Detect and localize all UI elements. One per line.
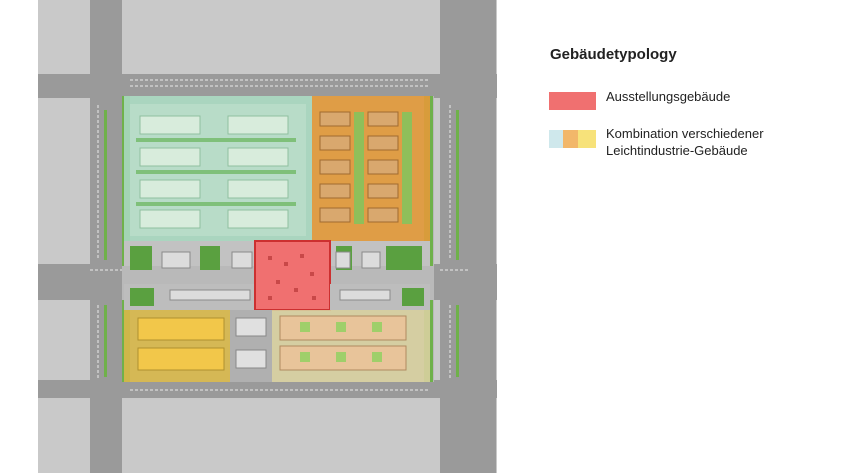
legend-swatch-exhibition	[549, 92, 596, 110]
legend-title: Gebäudetypology	[550, 46, 677, 63]
legend-label-light-industry-line1: Kombination verschiedener	[606, 126, 764, 141]
service-blocks	[230, 310, 272, 382]
crosswalks	[90, 79, 470, 391]
road-horizontal-bottom	[38, 380, 497, 398]
zone-light-industry-green	[124, 96, 312, 241]
road-vertical-right	[440, 0, 496, 473]
zone-light-industry-orange	[312, 96, 430, 241]
exhibition-building	[254, 240, 331, 311]
zone-light-industry-beige	[272, 310, 430, 382]
lower-middle-strip	[124, 284, 430, 310]
zone-light-industry-yellow	[124, 310, 230, 382]
legend-label-exhibition: Ausstellungsgebäude	[606, 89, 731, 104]
legend-swatch-light-industry	[549, 130, 596, 148]
legend-label-light-industry-line2: Leichtindustrie-Gebäude	[606, 143, 748, 158]
